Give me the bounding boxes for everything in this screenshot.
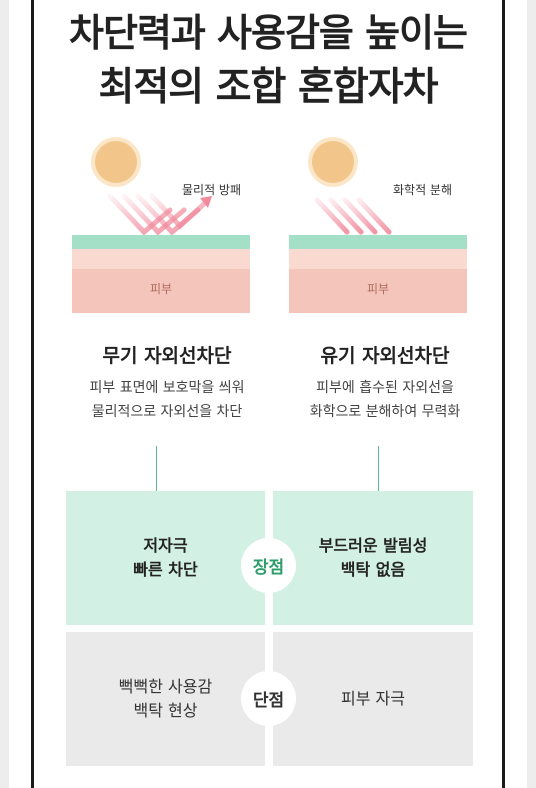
inorganic-desc-line-2: 물리적으로 자외선을 차단: [91, 404, 243, 420]
inorganic-pro-1: 저자극: [143, 536, 188, 555]
chemical-breakdown-label: 화학적 분해: [393, 183, 453, 197]
inorganic-con-2: 백탁 현상: [133, 701, 198, 720]
skin-surface: [289, 249, 467, 269]
reflected-uv-rays-icon: [107, 193, 212, 236]
inorganic-illustration: 물리적 방패 피부: [72, 138, 252, 318]
headline-line-2: 최적의 조합 혼합자차: [98, 65, 438, 110]
organic-cons-cell: 피부 자극: [273, 632, 473, 766]
inorganic-con-1: 뻑뻑한 사용감: [118, 677, 213, 696]
protective-layer: [289, 235, 467, 249]
organic-pro-1: 부드러운 발림성: [318, 536, 428, 555]
sun-icon: [95, 141, 137, 183]
infographic-panel: 차단력과 사용감을 높이는 최적의 조합 혼합자차 물리적 방패 피부: [9, 0, 527, 788]
organic-desc-line-2: 화학으로 분해하여 무력화: [309, 404, 461, 420]
organic-pros-cell: 부드러운 발림성 백탁 없음: [273, 491, 473, 625]
skin-surface: [72, 249, 250, 269]
inorganic-pros-cell: 저자극 빠른 차단: [66, 491, 265, 625]
connector-line-left: [156, 446, 157, 492]
panel-frame: [31, 0, 505, 788]
organic-pro-2: 백탁 없음: [340, 560, 406, 579]
skin-label: 피부: [149, 282, 173, 296]
inorganic-desc-line-1: 피부 표면에 보호막을 씌워: [89, 380, 245, 396]
organic-illustration: 화학적 분해: [289, 138, 469, 318]
organic-desc-line-1: 피부에 흡수된 자외선을: [316, 380, 454, 396]
inorganic-pro-2: 빠른 차단: [133, 560, 198, 579]
headline-line-1: 차단력과 사용감을 높이는: [68, 11, 468, 55]
inorganic-heading: 무기 자외선차단: [102, 345, 232, 367]
skin-layer: [289, 269, 467, 313]
inorganic-cons-cell: 뻑뻑한 사용감 백탁 현상: [66, 632, 265, 766]
cons-badge: 단점: [241, 671, 296, 726]
skin-label: 피부: [366, 282, 390, 296]
organic-heading: 유기 자외선차단: [320, 345, 450, 367]
sun-icon: [312, 141, 354, 183]
protective-layer: [72, 235, 250, 249]
organic-con-1: 피부 자극: [341, 689, 405, 708]
skin-layer: [72, 269, 250, 313]
inorganic-description: 피부 표면에 보호막을 씌워 물리적으로 자외선을 차단: [57, 376, 277, 424]
pros-badge: 장점: [241, 538, 296, 593]
organic-description: 피부에 흡수된 자외선을 화학으로 분해하여 무력화: [275, 376, 495, 424]
connector-line-right: [378, 446, 379, 492]
physical-shield-label: 물리적 방패: [182, 183, 242, 197]
